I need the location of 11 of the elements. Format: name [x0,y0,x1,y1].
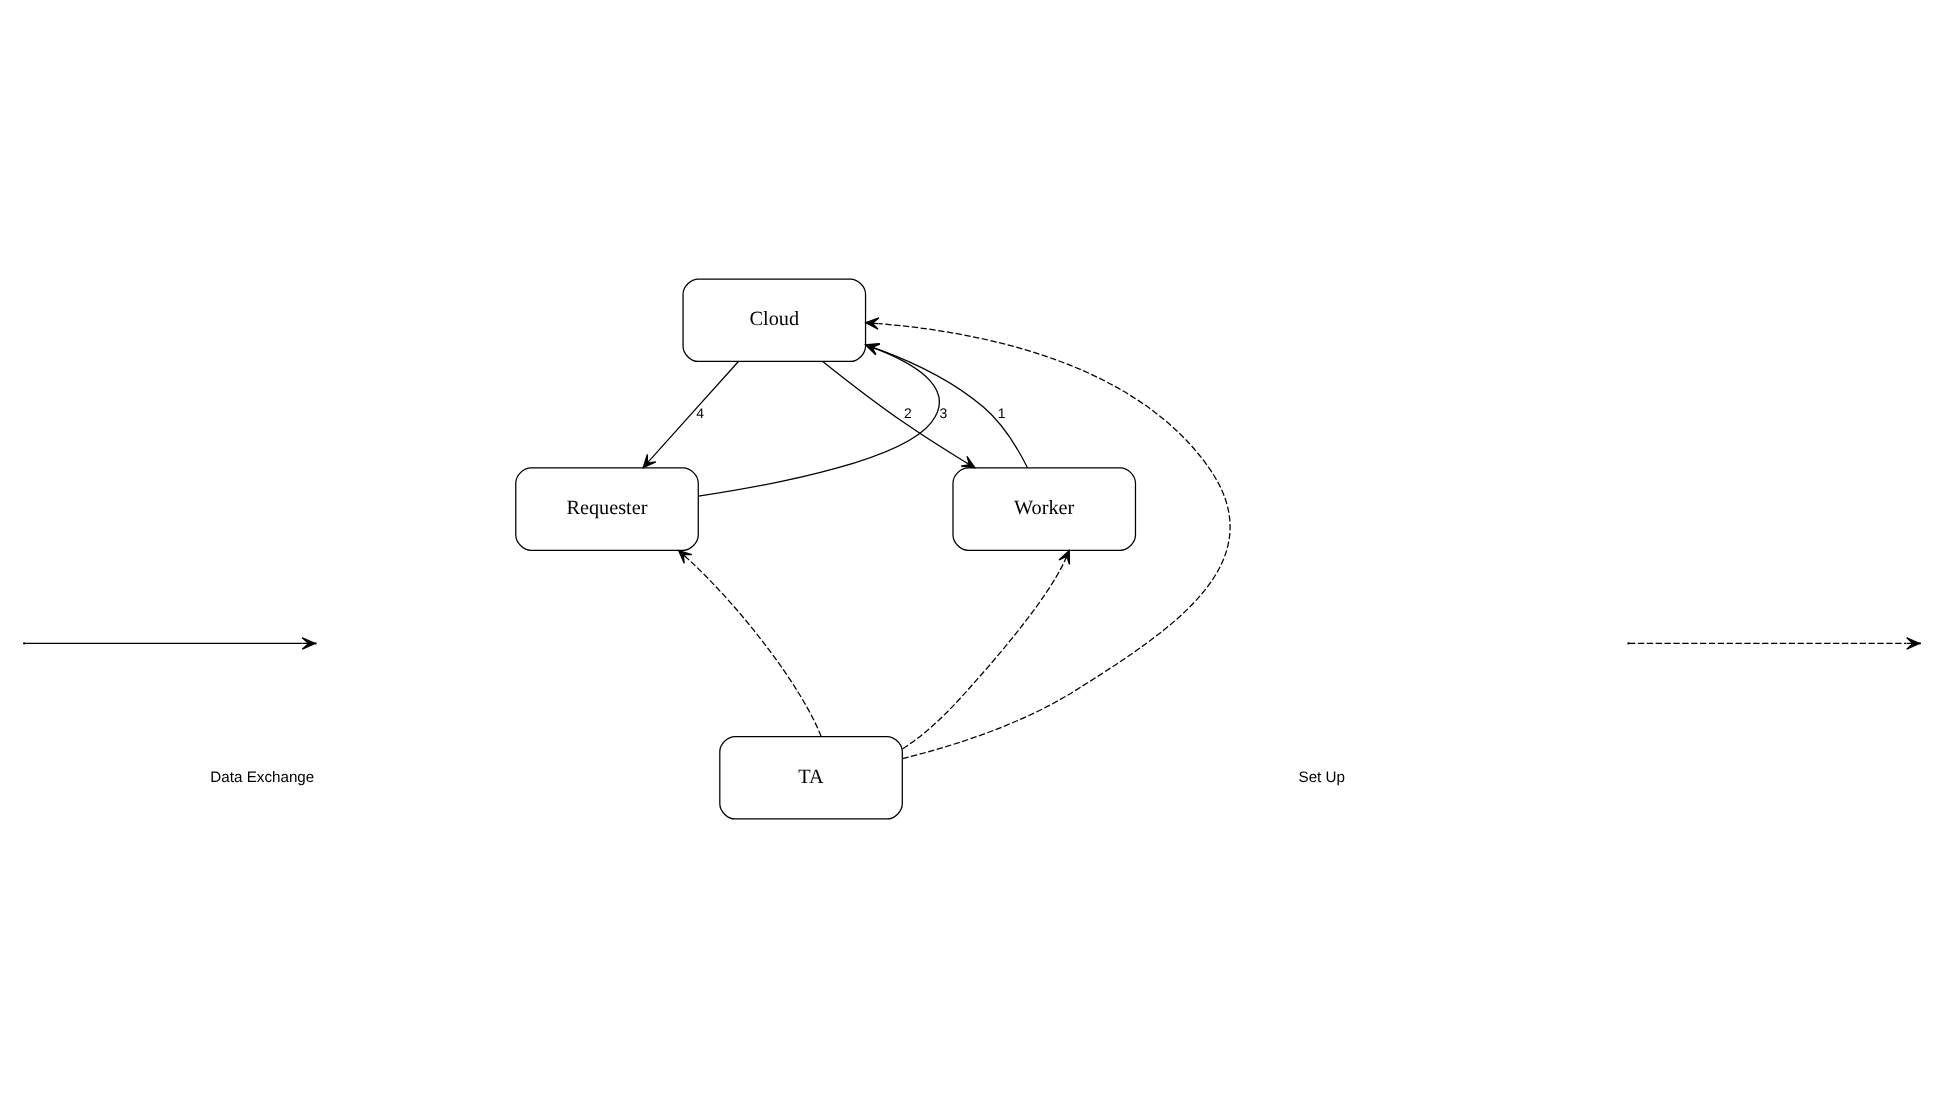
arrow [865,343,1029,469]
node-box: Worker [952,467,1137,551]
arrow [697,343,940,497]
arrow [865,317,1231,760]
arrow [822,361,976,469]
node-box: Requester [515,467,699,551]
node-box: TA [719,735,903,820]
arrow [902,549,1071,750]
arrow [642,360,740,469]
node-box: Cloud [682,278,867,363]
arrow [677,549,822,738]
